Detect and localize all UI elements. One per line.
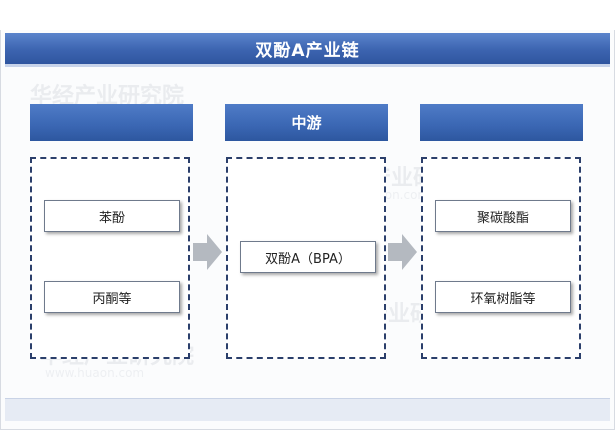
diagram-title: 双酚A产业链 (5, 33, 610, 64)
arrow-right-icon (193, 234, 222, 270)
node-acetone: 丙酮等 (44, 281, 180, 313)
stage-header-downstream (420, 104, 583, 141)
watermark-url: www.huaon.com (45, 366, 145, 380)
node-epoxy-resin: 环氧树脂等 (435, 281, 571, 313)
bottom-bar (5, 398, 610, 421)
stage-header-upstream (30, 104, 193, 141)
top-strip (0, 0, 615, 30)
stage-box-upstream (30, 157, 190, 359)
node-phenol: 苯酚 (44, 200, 180, 232)
node-polycarbonate: 聚碳酸酯 (435, 200, 571, 232)
title-underline (5, 64, 610, 67)
stage-box-downstream (421, 157, 581, 359)
stage-header-midstream: 中游 (225, 104, 388, 141)
arrow-right-icon (388, 234, 417, 270)
node-bpa: 双酚A（BPA） (240, 241, 376, 273)
